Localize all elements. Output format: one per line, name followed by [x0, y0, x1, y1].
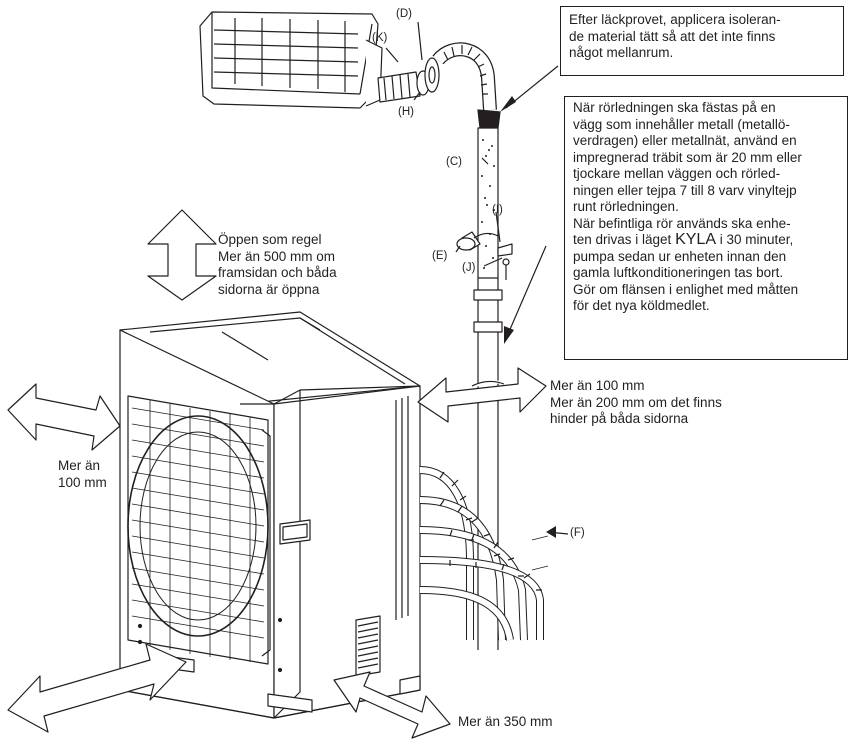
clearance-line: Öppen som regel: [218, 232, 322, 247]
indoor-unit: [199, 11, 383, 109]
note-line: något mellanrum.: [569, 45, 674, 60]
label-c: (C): [446, 156, 462, 168]
clearance-line: Mer än 200 mm om det finns: [550, 394, 722, 410]
clearance-arrow-rear: [333, 671, 451, 739]
note-line: ningen eller tejpa 7 till 8 varv vinylte…: [573, 182, 797, 198]
label-j: (J): [462, 262, 476, 274]
label-h: (H): [398, 106, 414, 118]
note-line: impregnerad träbit som är 20 mm eller: [573, 149, 802, 165]
label-i: (I): [492, 204, 503, 216]
clearance-line: hinder på båda sidorna: [550, 411, 689, 426]
note-line: vägg som innehåller metall (metallö-: [573, 116, 790, 132]
clearance-line: 100 mm: [58, 474, 107, 490]
outdoor-unit: [119, 311, 421, 719]
mode-word: KYLA: [675, 231, 716, 248]
note-fragment: i 30 minuter,: [716, 232, 794, 247]
clearance-arrow-front: [7, 643, 187, 733]
indoor-piping: [377, 42, 507, 650]
note-wall-mount: När rörledningen ska fästas på en vägg s…: [564, 96, 848, 360]
clearance-text-rear: Mer än 350 mm: [458, 714, 553, 729]
clearance-text-top: Öppen som regel Mer än 500 mm om framsid…: [218, 232, 337, 298]
note-line: pumpa sedan ur enheten innan den: [573, 248, 787, 264]
note-line: Gör om flänsen i enlighet med måtten: [573, 281, 799, 297]
note-line: Efter läckprovet, applicera isoleran-: [569, 12, 781, 27]
note-line: för det nya köldmedlet.: [573, 298, 710, 313]
label-d: (D): [396, 8, 412, 20]
note-line: När befintliga rör används ska enhe-: [573, 215, 791, 231]
label-k: (K): [372, 32, 388, 44]
pipe-bundle: [419, 466, 549, 641]
note-line: gamla luftkonditioneringen tas bort.: [573, 265, 784, 280]
note-line: runt rörledningen.: [573, 199, 679, 214]
clearance-line: Mer än 100 mm: [550, 378, 645, 393]
wall-clamps: [456, 231, 513, 280]
label-f: (F): [570, 527, 585, 539]
note-line-mode: ten drivas i läget KYLA i 30 minuter,: [573, 231, 839, 249]
clearance-line: Mer än: [58, 458, 101, 473]
clearance-arrow-top: [147, 209, 217, 301]
note-line: verdragen) eller metallnät, använd en: [573, 133, 797, 148]
clearance-arrow-left: [7, 383, 121, 451]
note-line: När rörledningen ska fästas på en: [573, 100, 776, 115]
note-line: tjockare mellan väggen och rörled-: [573, 166, 781, 181]
note-leak-test: Efter läckprovet, applicera isoleran- de…: [560, 6, 844, 76]
clearance-text-left: Mer än 100 mm: [58, 458, 107, 491]
clearance-line: Mer än 500 mm om: [218, 248, 336, 264]
clearance-line: framsidan och båda: [218, 265, 337, 280]
label-e: (E): [432, 250, 448, 262]
clearance-text-right: Mer än 100 mm Mer än 200 mm om det finns…: [550, 378, 722, 428]
clearance-arrow-right: [417, 367, 547, 423]
note-fragment: ten drivas i läget: [573, 232, 672, 247]
note-line: de material tätt så att det inte finns: [569, 28, 776, 44]
clearance-line: sidorna är öppna: [218, 281, 320, 297]
